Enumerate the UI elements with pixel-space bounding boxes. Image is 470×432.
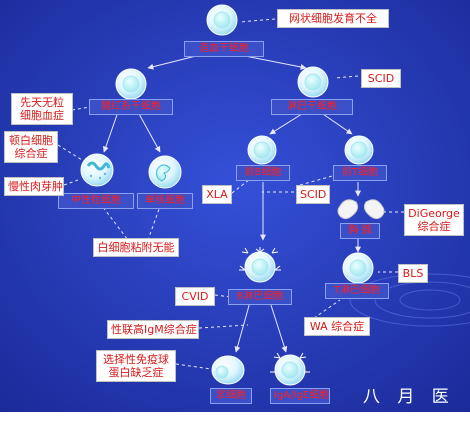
disease-adhesion-defect: 白细胞粘附无能: [93, 238, 179, 257]
plasma-cell-label: 浆细胞: [210, 388, 252, 404]
myeloid-stem-cell-label: 髓红系干细胞: [89, 99, 173, 115]
pre-t-cell-label: 前T细胞: [333, 165, 387, 181]
disease-chediak-higashi: 顿白细胞综合症: [4, 131, 58, 163]
iga-ige-cell-icon: [270, 352, 310, 386]
plasma-cell-icon: [211, 355, 245, 385]
disease-wa-syndrome: WA 综合症: [304, 317, 370, 336]
disease-scid-top: SCID: [361, 69, 401, 88]
pre-b-cell-label: 前B细胞: [236, 165, 290, 181]
t-lymphocyte-label: T淋巴细胞: [325, 283, 389, 299]
disease-xla: XLA: [202, 185, 232, 204]
lymphoid-stem-cell-icon: [297, 66, 329, 98]
pre-t-cell-icon: [344, 135, 374, 165]
thymus-icon: [337, 199, 385, 220]
disease-bls: BLS: [398, 264, 428, 283]
disease-cvid: CVID: [175, 287, 215, 306]
t-lymphocyte-icon: [342, 252, 374, 284]
lymphoid-stem-cell-label: 淋巴干细胞: [271, 99, 353, 115]
b-lymphocyte-label: B淋巴细胞: [228, 289, 292, 305]
disease-scid-mid: SCID: [296, 185, 330, 204]
monocyte-icon: [148, 155, 182, 189]
monocyte-label: 单核细胞: [137, 193, 193, 209]
stem-cell-icon: [206, 4, 238, 36]
disease-selective-ig-deficiency: 选择性免疫球蛋白缺乏症: [96, 350, 176, 382]
disease-chronic-granulomatous: 慢性肉芽肿: [4, 177, 64, 196]
disease-hyper-igm: 性联高IgM综合症: [107, 320, 199, 339]
disease-digeorge: DiGeorge综合症: [404, 204, 464, 236]
disease-congenital-agranulocytosis: 先天无粒细胞血症: [11, 93, 73, 125]
thymus-label: 胸 腺: [340, 223, 380, 239]
pre-b-cell-icon: [247, 135, 277, 165]
brand-watermark: 八 月 医 学: [363, 387, 455, 432]
neutrophil-label: 中性粒细胞: [58, 193, 134, 209]
iga-ige-cell-label: IgA/IgE细胞: [270, 388, 330, 404]
b-lymphocyte-icon: [239, 247, 281, 283]
stem-cell-label: 造血干细胞: [184, 41, 264, 57]
myeloid-stem-cell-icon: [115, 68, 147, 100]
disease-reticular-dysgenesis: 网状细胞发育不全: [277, 9, 389, 28]
neutrophil-icon: [80, 153, 114, 187]
